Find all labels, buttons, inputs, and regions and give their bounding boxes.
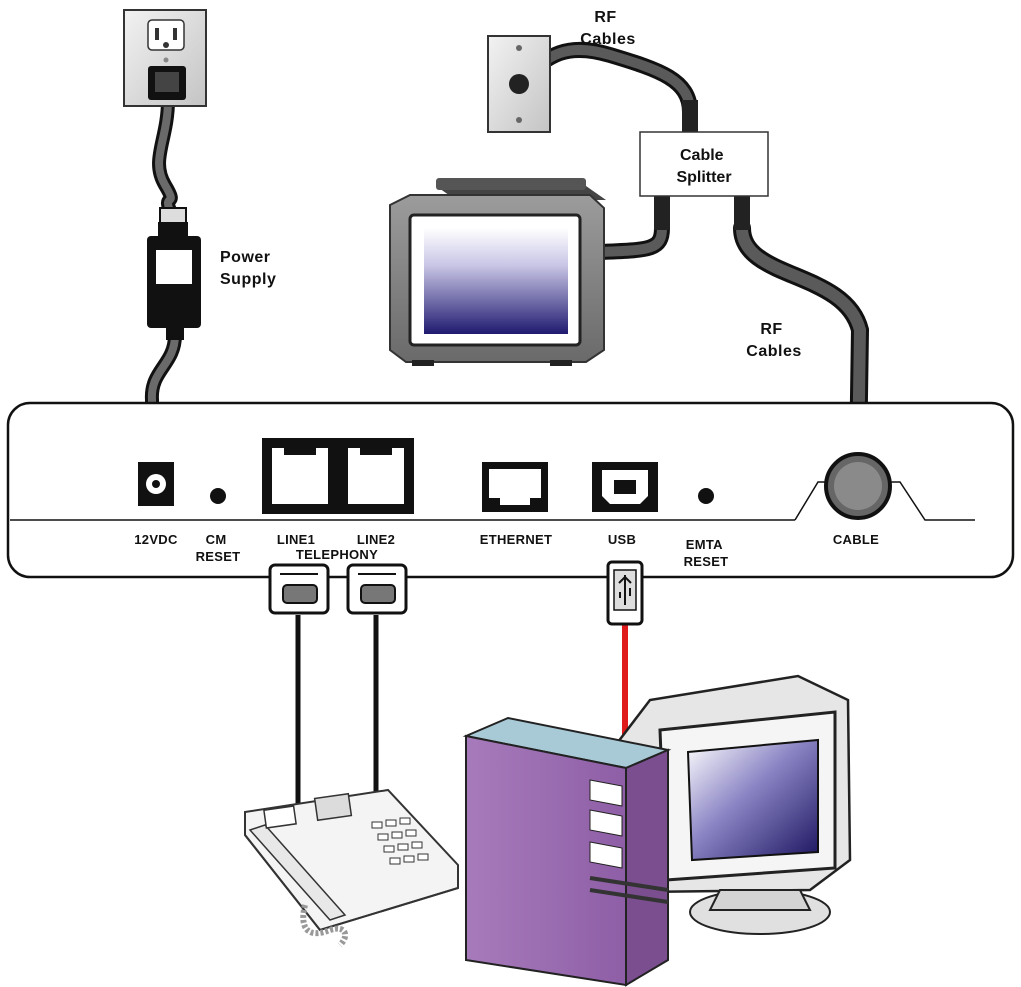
power-supply-adapter bbox=[147, 207, 201, 340]
rj11-plug-line1 bbox=[268, 563, 330, 615]
cable-modem-back-panel: 12VDC CM RESET LINE1 LINE2 TELEPHONY ETH… bbox=[6, 401, 1015, 579]
emta-reset-button bbox=[698, 488, 714, 504]
rf-cables-top-label: RF Cables bbox=[580, 9, 635, 48]
dc-power-port bbox=[138, 462, 174, 506]
computer-tower bbox=[462, 716, 672, 987]
cable-coax-port bbox=[824, 452, 892, 520]
port-label-emta-reset: EMTA RESET bbox=[684, 537, 729, 569]
wall-power-outlet bbox=[123, 9, 207, 107]
ethernet-port bbox=[482, 462, 548, 512]
port-label-cable: CABLE bbox=[833, 532, 879, 547]
port-label-telephony: TELEPHONY bbox=[296, 547, 378, 562]
port-label-line2: LINE2 bbox=[357, 532, 395, 547]
television bbox=[389, 178, 606, 366]
rf-cables-right-label: RF Cables bbox=[746, 321, 801, 360]
port-label-line1: LINE1 bbox=[277, 532, 315, 547]
cm-reset-button bbox=[210, 488, 226, 504]
usb-plug bbox=[606, 560, 644, 626]
rf-wall-jack bbox=[487, 35, 551, 133]
port-label-ethernet: ETHERNET bbox=[480, 532, 552, 547]
line2-port bbox=[338, 438, 414, 514]
telephone-cables bbox=[295, 615, 379, 815]
rf-cable-splitter-to-modem bbox=[733, 219, 870, 471]
computer-monitor bbox=[616, 674, 852, 935]
port-label-cm-reset: CM RESET bbox=[196, 532, 241, 564]
line1-port bbox=[262, 438, 338, 514]
port-label-12vdc: 12VDC bbox=[134, 532, 178, 547]
power-supply-label: Power Supply bbox=[220, 249, 276, 288]
rj11-plug-line2 bbox=[346, 563, 408, 615]
dc-power-cable bbox=[144, 328, 182, 469]
cable-splitter bbox=[639, 100, 769, 230]
telephone bbox=[244, 788, 459, 948]
port-label-usb: USB bbox=[608, 532, 636, 547]
power-cord bbox=[152, 93, 179, 222]
usb-port bbox=[592, 462, 658, 512]
cable-splitter-label: Cable Splitter bbox=[676, 147, 731, 186]
rf-cable-splitter-to-tv bbox=[592, 220, 670, 260]
